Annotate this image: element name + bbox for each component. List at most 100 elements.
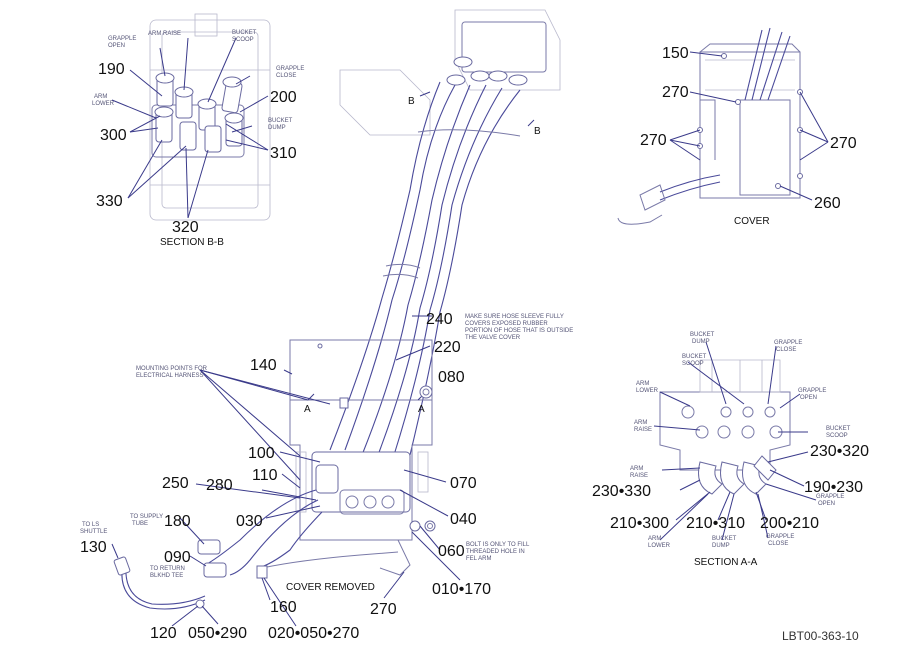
aa-note-bucket-dump-bottom-2: DUMP <box>712 543 730 549</box>
note-bolt-3: FEL ARM <box>466 556 491 562</box>
bb-note-grapple-close-1: GRAPPLE <box>276 66 304 72</box>
bb-note-grapple-open-2: OPEN <box>108 43 125 49</box>
callout-080: 080 <box>438 369 465 386</box>
aa-note-grapple-open-low-1: GRAPPLE <box>816 494 844 500</box>
note-hose-sleeve-1: MAKE SURE HOSE SLEEVE FULLY <box>465 314 564 320</box>
note-hose-sleeve-3: PORTION OF HOSE THAT IS OUTSIDE <box>465 328 573 334</box>
svg-text:GRAPPLE: GRAPPLE <box>798 388 826 394</box>
svg-text:DUMP: DUMP <box>692 339 710 345</box>
aa-note-grapple-close-bottom-1: GRAPPLE <box>766 534 794 540</box>
bb-note-arm-raise: ARM RAISE <box>148 31 181 37</box>
bb-note-grapple-close-2: CLOSE <box>276 73 296 79</box>
section-aa-view: BUCKET DUMP GRAPPLE CLOSE BUCKET SCOOP A… <box>592 332 869 568</box>
bb-note-bucket-scoop-1: BUCKET <box>232 30 257 36</box>
aa-note-arm-lower-top-2: LOWER <box>636 388 659 394</box>
svg-text:LOWER: LOWER <box>92 101 115 107</box>
note-to-ls-2: SHUTTLE <box>80 529 107 535</box>
svg-text:CLOSE: CLOSE <box>276 73 296 79</box>
svg-text:BUCKET: BUCKET <box>826 426 851 432</box>
svg-text:TUBE: TUBE <box>132 521 148 527</box>
main-assembly-view: B B A A <box>80 9 573 642</box>
svg-text:ARM: ARM <box>634 420 647 426</box>
callout-230-320: 230•320 <box>810 443 869 460</box>
note-to-ls-1: TO LS <box>82 522 99 528</box>
svg-text:RAISE: RAISE <box>634 427 652 433</box>
aa-note-bucket-scoop-top-2: SCOOP <box>682 361 704 367</box>
aa-note-bucket-scoop-right-2: SCOOP <box>826 433 848 439</box>
svg-text:OPEN: OPEN <box>800 395 817 401</box>
caption-section-bb: SECTION B-B <box>160 237 224 248</box>
aa-note-arm-raise-mid-2: RAISE <box>630 473 648 479</box>
svg-text:ARM: ARM <box>630 466 643 472</box>
caption-cover-removed: COVER REMOVED <box>286 582 375 593</box>
callout-040: 040 <box>450 511 477 528</box>
section-marker-b-left: B <box>408 96 415 107</box>
hose-bundle <box>329 81 521 456</box>
callout-190-bb: 190 <box>98 61 125 78</box>
note-mounting-points-1: MOUNTING POINTS FOR <box>136 366 208 372</box>
aa-note-grapple-close-top-1: GRAPPLE <box>774 340 802 346</box>
caption-section-aa: SECTION A-A <box>694 557 758 568</box>
aa-note-bucket-scoop-top-1: BUCKET <box>682 354 707 360</box>
svg-text:BUCKET: BUCKET <box>268 118 293 124</box>
svg-text:GRAPPLE: GRAPPLE <box>276 66 304 72</box>
svg-text:SCOOP: SCOOP <box>826 433 848 439</box>
svg-text:TO SUPPLY: TO SUPPLY <box>130 514 163 520</box>
svg-text:OPEN: OPEN <box>108 43 125 49</box>
svg-text:PORTION OF HOSE THAT IS OUTSID: PORTION OF HOSE THAT IS OUTSIDE <box>465 328 573 334</box>
note-mounting-points-2: ELECTRICAL HARNESS <box>136 373 203 379</box>
callout-050-290: 050•290 <box>188 625 247 642</box>
caption-cover: COVER <box>734 216 770 227</box>
aa-note-grapple-close-top-2: CLOSE <box>776 347 796 353</box>
svg-text:BLKHD TEE: BLKHD TEE <box>150 573 183 579</box>
callout-220: 220 <box>434 339 461 356</box>
svg-text:GRAPPLE: GRAPPLE <box>816 494 844 500</box>
svg-text:OPEN: OPEN <box>818 501 835 507</box>
callout-250: 250 <box>162 475 189 492</box>
callout-300-bb: 300 <box>100 127 127 144</box>
svg-text:SCOOP: SCOOP <box>232 37 254 43</box>
aa-note-arm-raise-left-1: ARM <box>634 420 647 426</box>
aa-note-grapple-open-right-2: OPEN <box>800 395 817 401</box>
callout-200-bb: 200 <box>270 89 297 106</box>
callout-010-170: 010•170 <box>432 581 491 598</box>
svg-text:GRAPPLE: GRAPPLE <box>774 340 802 346</box>
bb-note-bucket-scoop-2: SCOOP <box>232 37 254 43</box>
bb-note-arm-lower-1: ARM <box>94 94 107 100</box>
svg-text:TO LS: TO LS <box>82 522 99 528</box>
svg-text:GRAPPLE: GRAPPLE <box>108 36 136 42</box>
svg-text:CLOSE: CLOSE <box>776 347 796 353</box>
callout-180: 180 <box>164 513 191 530</box>
callout-090: 090 <box>164 549 191 566</box>
svg-text:ARM: ARM <box>648 536 661 542</box>
section-marker-a-right: A <box>418 404 425 415</box>
svg-text:FEL ARM: FEL ARM <box>466 556 491 562</box>
svg-text:SCOOP: SCOOP <box>682 361 704 367</box>
aa-note-grapple-open-right-1: GRAPPLE <box>798 388 826 394</box>
svg-text:DUMP: DUMP <box>712 543 730 549</box>
callout-110: 110 <box>252 467 278 484</box>
callout-240: 240 <box>426 311 453 328</box>
svg-text:ELECTRICAL HARNESS: ELECTRICAL HARNESS <box>136 373 203 379</box>
callout-310-bb: 310 <box>270 145 297 162</box>
note-hose-sleeve-2: COVERS EXPOSED RUBBER <box>465 321 548 327</box>
callout-160: 160 <box>270 599 297 616</box>
callout-130: 130 <box>80 539 107 556</box>
note-bolt-2: THREADED HOLE IN <box>466 549 525 555</box>
svg-text:BUCKET: BUCKET <box>712 536 737 542</box>
bb-fittings <box>154 72 244 153</box>
svg-text:THREADED HOLE IN: THREADED HOLE IN <box>466 549 525 555</box>
aa-note-bucket-dump-2: DUMP <box>692 339 710 345</box>
callout-140: 140 <box>250 357 277 374</box>
callout-270-bottom: 270 <box>370 601 397 618</box>
callout-280: 280 <box>206 477 233 494</box>
callout-320-bb: 320 <box>172 219 199 236</box>
aa-note-arm-raise-left-2: RAISE <box>634 427 652 433</box>
bb-note-arm-lower-2: LOWER <box>92 101 115 107</box>
callout-150: 150 <box>662 45 689 62</box>
svg-text:LOWER: LOWER <box>636 388 659 394</box>
section-bb-view: GRAPPLE OPEN ARM RAISE BUCKET SCOOP ARM … <box>92 13 304 248</box>
svg-text:CLOSE: CLOSE <box>768 541 788 547</box>
callout-190-230: 190•230 <box>804 479 863 496</box>
svg-text:ARM: ARM <box>94 94 107 100</box>
